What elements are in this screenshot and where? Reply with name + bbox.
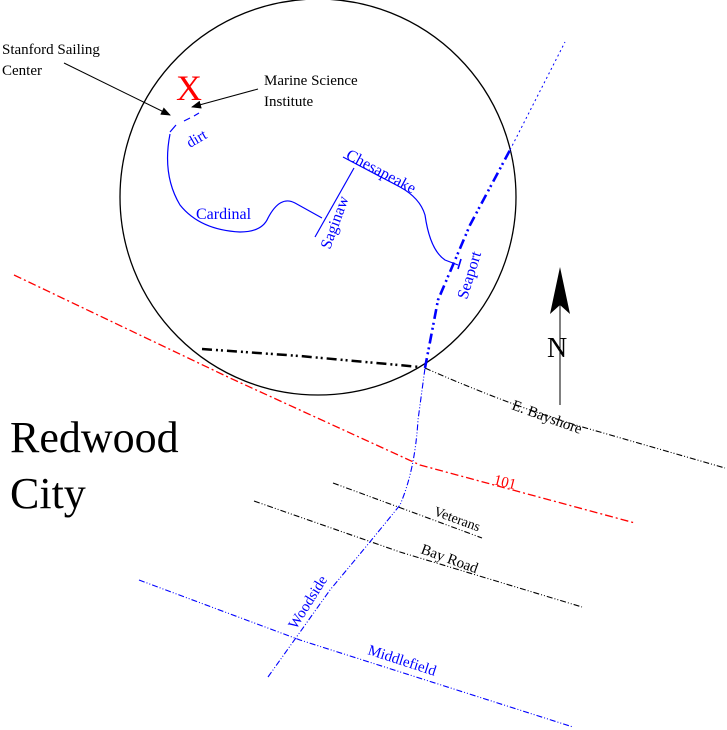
road-seaport [423,149,512,369]
label-dirt: dirt [184,127,211,152]
label-woodside: Woodside [286,573,331,632]
label-seaport: Seaport [455,249,486,301]
label-bay-road: Bay Road [419,542,481,578]
callout-sailing-center-line2: Center [2,63,42,79]
callout-marine-science-line1: Marine Science [264,73,358,89]
road-saginaw [314,167,355,238]
label-chesapeake: Chesapeake [343,147,418,198]
road-e-bayshore [424,367,726,469]
label-101: 101 [492,472,518,493]
road-cardinal [166,133,323,233]
city-label-line2: City [10,469,86,518]
road-middlefield [138,579,574,728]
arrow-sailing-center [63,62,171,116]
callout-marine-science-line2: Institute [264,94,314,110]
label-middlefield: Middlefield [366,643,439,680]
road-chesapeake-end-tick [457,258,462,270]
road-bay-road [253,500,583,608]
road-veterans [332,482,483,539]
label-north: N [547,333,567,364]
area-circle [119,0,517,396]
label-e-bayshore: E. Bayshore [510,398,585,438]
road-bayshore-inner [201,347,421,369]
arrow-marine-science [191,88,259,109]
road-woodside [267,367,426,678]
road-dirt [169,112,200,133]
road-seaport-extension [509,41,566,151]
label-veterans: Veterans [432,505,482,536]
label-cardinal: Cardinal [196,206,252,223]
location-marker-x: X [176,68,202,108]
road-chesapeake [342,156,459,266]
road-101 [13,274,636,524]
north-arrow-icon [550,267,570,314]
callout-sailing-center-line1: Stanford Sailing [2,42,100,58]
city-label-line1: Redwood [10,413,179,462]
